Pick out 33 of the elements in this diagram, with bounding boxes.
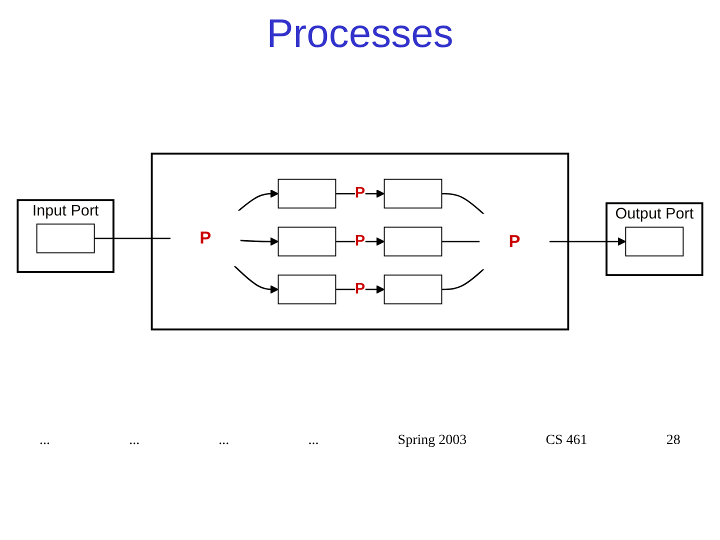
node-box: [278, 179, 336, 209]
arrow: [238, 190, 279, 212]
node-box: [36, 224, 95, 254]
arrow: [336, 190, 385, 198]
node-box: [384, 275, 442, 305]
edge-label: P: [354, 185, 366, 202]
edge-label: P: [354, 233, 366, 250]
slide-note: CS 461: [546, 433, 588, 449]
connector: [442, 241, 480, 243]
node-box: [384, 179, 442, 209]
connector: [442, 193, 484, 216]
connector: [442, 268, 484, 291]
slide-note: Spring 2003: [398, 433, 467, 449]
arrow: [234, 266, 279, 294]
connector: [94, 238, 171, 240]
node-box: [278, 227, 336, 257]
slide-note: 28: [666, 433, 680, 449]
slide-title: Processes: [266, 12, 454, 57]
node-box: [278, 275, 336, 305]
node-text: P: [200, 228, 212, 248]
node-box: [384, 227, 442, 257]
arrow: [240, 238, 279, 246]
node-text: P: [508, 232, 520, 252]
cluster: Output Port: [606, 202, 704, 276]
cluster: Input Port: [16, 200, 114, 274]
cluster: [150, 153, 570, 331]
edge-label: P: [354, 281, 366, 298]
arrow: [549, 238, 626, 246]
slide-note: ...: [308, 433, 319, 449]
node-box: [625, 227, 684, 257]
slide-note: ...: [129, 433, 140, 449]
slide-note: ...: [218, 433, 230, 449]
slide-note: ...: [40, 433, 50, 449]
